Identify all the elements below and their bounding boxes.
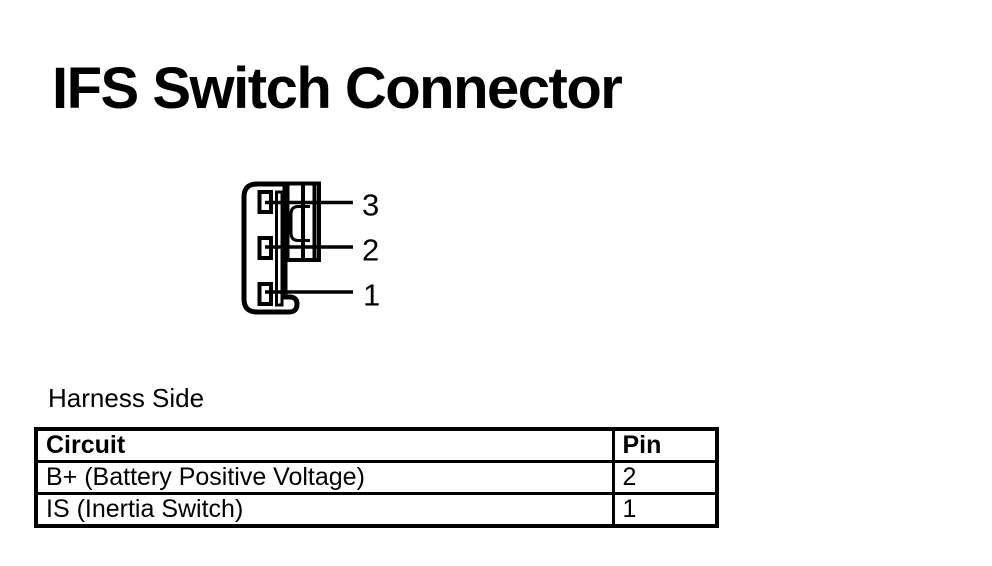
circuit-cell: IS (Inertia Switch) [34, 492, 615, 528]
table-header-row: Circuit Pin [34, 427, 719, 463]
pin-cell: 2 [611, 460, 719, 495]
column-header-circuit: Circuit [34, 427, 615, 463]
pin-label-2: 2 [362, 233, 379, 268]
pin-label-3: 3 [362, 188, 379, 223]
table-row: B+ (Battery Positive Voltage) 2 [34, 460, 719, 495]
column-header-pin: Pin [611, 427, 719, 463]
pin-label-1: 1 [363, 278, 380, 313]
table-row: IS (Inertia Switch) 1 [34, 492, 719, 528]
pin-cavity-1 [257, 282, 273, 306]
harness-side-label: Harness Side [48, 383, 205, 413]
connector-diagram: 3 2 1 [241, 181, 380, 315]
page-title: IFS Switch Connector [52, 55, 623, 121]
circuit-cell: B+ (Battery Positive Voltage) [34, 460, 615, 495]
latch-hook [289, 205, 310, 242]
pinout-table: Circuit Pin B+ (Battery Positive Voltage… [34, 427, 719, 528]
connector-body [241, 181, 300, 315]
pin-cell: 1 [611, 492, 719, 528]
